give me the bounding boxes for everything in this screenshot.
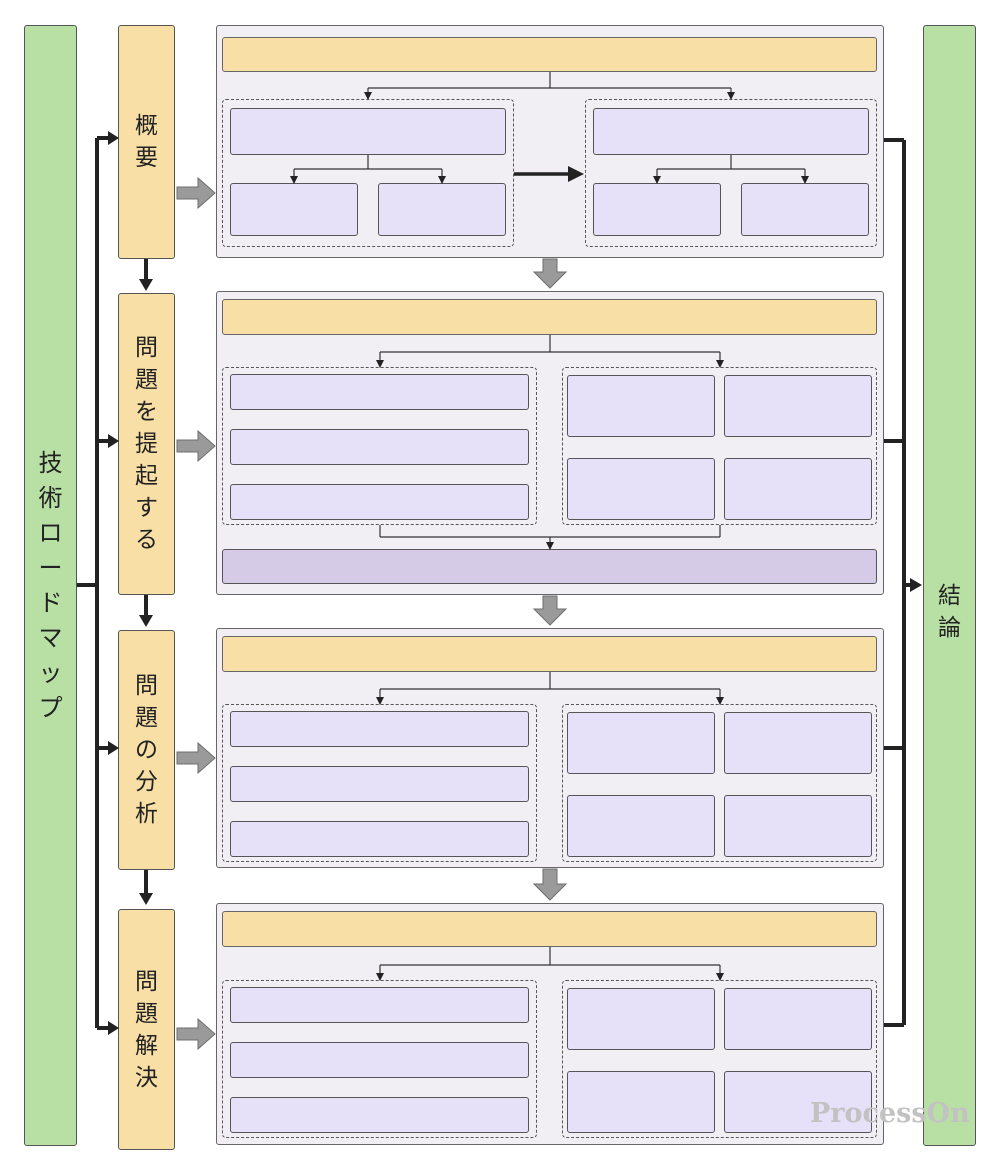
vertical-char: 問 [135, 968, 158, 995]
box [724, 795, 872, 857]
vertical-char: 問 [135, 335, 158, 361]
box [724, 1071, 872, 1133]
panel-solution-header [222, 911, 877, 947]
right-bracket [884, 138, 913, 1027]
panel-analysis-header [222, 636, 877, 672]
vertical-char: 起 [135, 463, 158, 489]
right-bracket-arrowhead [910, 578, 922, 592]
conclusion-label: 結論 [923, 25, 976, 1146]
vertical-char: 問 [135, 673, 158, 699]
vertical-char: 術 [38, 483, 63, 512]
vertical-char: の [135, 737, 158, 763]
vertical-char: 題 [135, 367, 158, 393]
panel-raise-problem-header [222, 299, 877, 335]
vertical-char: 題 [135, 1000, 158, 1027]
vertical-char: 結 [938, 583, 961, 609]
gray-right-arrows [176, 176, 216, 1051]
box [230, 987, 529, 1023]
box [741, 183, 869, 236]
summary-bar [222, 549, 877, 584]
box [230, 183, 358, 236]
box [230, 484, 529, 520]
box [230, 766, 529, 802]
box [593, 183, 721, 236]
vertical-char: 析 [135, 801, 158, 827]
box [230, 711, 529, 747]
stage-analysis-label: 問題の分析 [118, 630, 175, 870]
vertical-char: ド [38, 588, 63, 617]
vertical-char: マ [38, 623, 63, 652]
box [567, 988, 715, 1050]
box [593, 108, 869, 155]
box [230, 429, 529, 465]
box [567, 375, 715, 437]
roadmap-column [24, 25, 77, 1146]
box [567, 1071, 715, 1133]
box [230, 821, 529, 857]
vertical-char: プ [38, 693, 63, 722]
box [230, 1097, 529, 1133]
vertical-char: 題 [135, 705, 158, 731]
box [567, 712, 715, 774]
vertical-char: ロ [38, 518, 63, 547]
box [230, 108, 506, 155]
vertical-char: 解 [135, 1032, 158, 1059]
vertical-char: ー [38, 553, 63, 582]
vertical-char: る [135, 527, 158, 553]
left-bracket [77, 136, 110, 1030]
conclusion-column [923, 25, 976, 1146]
vertical-char: 決 [135, 1064, 158, 1091]
box [230, 374, 529, 410]
vertical-char: 提 [135, 431, 158, 457]
vertical-char: ッ [38, 658, 63, 687]
box [724, 375, 872, 437]
vertical-char: を [135, 399, 158, 425]
box [567, 458, 715, 520]
box [378, 183, 506, 236]
vertical-char: 技 [38, 448, 63, 477]
box [724, 712, 872, 774]
stage-overview-label: 概要 [118, 25, 175, 259]
vertical-char: 分 [135, 769, 158, 795]
stage-raise-problem-label: 問題を提起する [118, 293, 175, 595]
vertical-char: す [135, 495, 158, 521]
processon-watermark: ProcessOn [810, 1098, 970, 1129]
box [724, 988, 872, 1050]
box [230, 1042, 529, 1078]
vertical-char: 論 [938, 615, 961, 641]
vertical-char: 概 [135, 113, 158, 139]
box [724, 458, 872, 520]
stage-raise-problem [118, 293, 175, 595]
roadmap-label: 技術ロードマップ [24, 25, 77, 1146]
panel-overview-header [222, 37, 877, 72]
box [567, 795, 715, 857]
stage-solution [118, 909, 175, 1150]
stage-solution-label: 問題解決 [118, 909, 175, 1150]
vertical-char: 要 [135, 145, 158, 171]
